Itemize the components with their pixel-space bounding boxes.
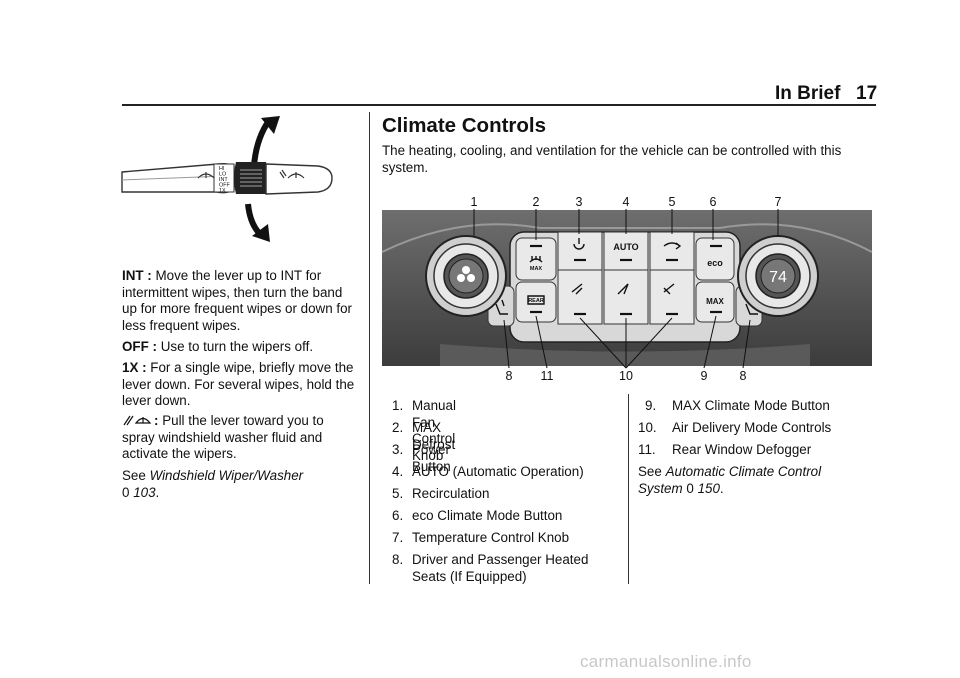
wiper-washer-paragraph: : Pull the lever toward you to spray win…	[122, 413, 357, 463]
list-item-text: Recirculation	[412, 486, 490, 501]
list-item-num: 6.	[392, 508, 404, 523]
int-label: INT :	[122, 268, 152, 283]
wiper-lever-illustration: HI LO INT OFF 1X	[121, 116, 333, 242]
section-intro: The heating, cooling, and ventilation fo…	[382, 143, 842, 175]
lever-label-1x: 1X	[219, 188, 226, 194]
max-button-label: MAX	[706, 297, 724, 306]
int-text: Move the lever up to INT for intermitten…	[122, 268, 352, 333]
wiper-int-paragraph: INT : Move the lever up to INT for inter…	[122, 268, 357, 334]
eco-button-label: eco	[707, 258, 723, 268]
wiper-off-paragraph: OFF : Use to turn the wipers off.	[122, 339, 357, 356]
see-link-wiper[interactable]: Windshield Wiper/Washer	[149, 468, 304, 483]
callout-2: 2	[533, 195, 540, 209]
list-item-num: 7.	[392, 530, 404, 545]
washer-icon	[279, 169, 305, 179]
list-item-num: 1.	[392, 398, 404, 413]
rear-defog-label: REAR	[528, 298, 544, 304]
see-link-climate[interactable]: Automatic Climate Control System	[638, 464, 822, 496]
callout-11: 11	[541, 369, 554, 383]
auto-button-label: AUTO	[613, 242, 638, 252]
temperature-display: 74	[769, 269, 787, 286]
defrost-floor-icon	[571, 283, 583, 295]
max-defrost-icon	[529, 256, 543, 263]
callout-3: 3	[576, 195, 583, 209]
list-item-text: MAX Climate Mode Button	[672, 398, 830, 413]
list-item-num: 9.	[645, 398, 657, 413]
header-rule	[122, 104, 876, 106]
callout-1: 1	[471, 195, 478, 209]
washer-text: Pull the lever toward you to spray winds…	[122, 413, 324, 462]
see-suffix: .	[719, 480, 724, 496]
running-header-title: In Brief	[775, 83, 841, 104]
list-item-num: 8.	[392, 552, 404, 567]
see-page-wiper[interactable]: 103	[133, 484, 156, 500]
callout-8-left: 8	[506, 369, 513, 383]
fan-icon	[457, 266, 475, 282]
list-item-text: Power Button	[412, 442, 451, 474]
lever-label-off: OFF	[219, 183, 230, 189]
rear-defog-icon	[527, 295, 545, 305]
see-suffix: .	[155, 484, 160, 500]
list-item-text: eco Climate Mode Button	[412, 508, 563, 523]
callout-8-right: 8	[740, 369, 747, 383]
see-prefix: See	[638, 464, 662, 479]
arrow-up-icon	[251, 120, 271, 167]
list-item-num: 4.	[392, 464, 404, 479]
onex-text: For a single wipe, briefly move the leve…	[122, 360, 355, 409]
climate-panel-illustration: 1 2 3 4 5 6 7 8 11 10 9 8	[381, 195, 873, 383]
list-item-num: 3.	[392, 442, 404, 457]
seat-heater-left-icon	[495, 299, 508, 315]
list-item-text: Temperature Control Knob	[412, 530, 570, 545]
callout-4: 4	[623, 195, 630, 209]
list-item-num: 10.	[638, 420, 657, 435]
column-divider	[369, 112, 370, 584]
see-prefix: See	[122, 468, 146, 483]
arrow-down-icon	[245, 203, 263, 237]
lever-label-int: INT	[219, 177, 228, 183]
list-item-num: 5.	[392, 486, 404, 501]
list-item-text: Air Delivery Mode Controls	[672, 420, 832, 435]
list-item-text: Manual Fan Control Knob	[412, 398, 456, 463]
onex-label: 1X :	[122, 360, 147, 375]
washer-symbol-icon	[123, 415, 152, 426]
list-item-text: Driver and Passenger Heated Seats (If Eq…	[412, 552, 589, 584]
vent-floor-icon	[663, 283, 675, 295]
callout-7: 7	[775, 195, 782, 209]
floor-icon	[617, 283, 629, 295]
lever-label-hi: HI	[219, 166, 224, 172]
callout-10: 10	[619, 369, 633, 383]
wiper-1x-paragraph: 1X : For a single wipe, briefly move the…	[122, 360, 357, 410]
watermark: carmanualsonline.info	[580, 652, 752, 671]
page-number: 17	[856, 83, 878, 104]
legend-list-left: 1.Manual Fan Control Knob 2.MAX Defrost …	[392, 398, 626, 588]
callout-5: 5	[669, 195, 676, 209]
lever-label-lo: LO	[219, 172, 226, 178]
list-item-num: 11.	[638, 442, 656, 457]
off-text: Use to turn the wipers off.	[160, 339, 314, 354]
page-ref-symbol: 0	[122, 484, 130, 500]
climate-see-reference: See Automatic Climate Control System 0 1…	[638, 464, 838, 497]
page-ref-symbol: 0	[686, 480, 694, 496]
wiper-see-reference: See Windshield Wiper/Washer 0 103.	[122, 468, 357, 501]
list-item-text: MAX Defrost	[412, 420, 456, 452]
list-column-divider	[628, 394, 629, 584]
list-item-num: 2.	[392, 420, 404, 435]
callout-9: 9	[701, 369, 708, 383]
washer-label: :	[154, 413, 159, 428]
section-title: Climate Controls	[382, 114, 547, 137]
recirculation-icon	[663, 242, 682, 250]
callout-6: 6	[710, 195, 717, 209]
max-defrost-label: MAX	[530, 266, 543, 272]
see-page-climate[interactable]: 150	[697, 480, 720, 496]
power-icon	[573, 243, 585, 250]
list-item-text: Rear Window Defogger	[672, 442, 812, 457]
wiper-icon	[197, 172, 215, 179]
off-label: OFF :	[122, 339, 157, 354]
list-item-text: AUTO (Automatic Operation)	[412, 464, 584, 479]
legend-list-right: 9. MAX Climate Mode Button 10. Air Deliver…	[638, 398, 874, 508]
